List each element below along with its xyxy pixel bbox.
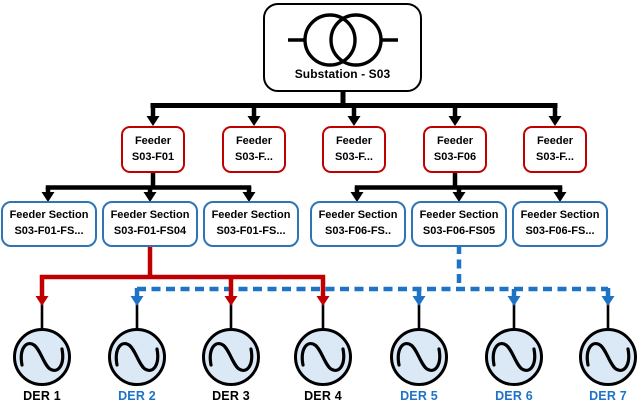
feeder-section-node-3: Feeder Section S03-F01-FS... [203,201,299,247]
feeder-section-node-fs04: Feeder Section S03-F01-FS04 [102,201,198,247]
feeder-section-node-4: Feeder Section S03-F06-FS.. [310,201,406,247]
feeder-type-label: Feeder [335,134,373,147]
der-label-3: DER 3 [212,389,250,403]
der-label-7: DER 7 [589,389,627,403]
der-label-2: DER 2 [118,389,156,403]
feeder-node-f01: Feeder S03-F01 [121,126,185,173]
fs05-blue-dashed-connector [130,245,615,306]
feeder-section-node-fs05: Feeder Section S03-F06-FS05 [411,201,507,247]
section-type-label: Feeder Section [9,209,89,222]
substation-to-feeders-connector [146,90,562,126]
feeder-type-label: Feeder [436,134,474,147]
sine-wave-icon [208,342,254,372]
feeder-type-label: Feeder [536,134,574,147]
section-type-label: Feeder Section [520,209,600,222]
feeder-id-label: S03-F06 [433,150,477,163]
sine-wave-icon [491,342,537,372]
section-id-label: S03-F06-FS... [525,225,595,237]
sine-wave-icon [300,342,346,372]
feeder-type-label: Feeder [235,134,273,147]
sine-wave-icon [396,342,442,372]
der-node-3 [202,328,260,386]
section-type-label: Feeder Section [211,209,291,222]
der-stub-lines [40,304,610,331]
transformer-icon [287,13,398,67]
section-id-label: S03-F06-FS05 [422,225,496,237]
feeder-node-5: Feeder S03-F... [523,126,587,173]
sine-wave-icon [114,342,160,372]
feeder-section-node-6: Feeder Section S03-F06-FS... [512,201,608,247]
feeder-type-label: Feeder [134,134,172,147]
der-node-6 [485,328,543,386]
section-id-label: S03-F06-FS.. [324,225,392,237]
feeder-f01-to-sections-connector [41,171,256,202]
der-node-2 [108,328,166,386]
feeder-section-node-1: Feeder Section S03-F01-FS... [1,201,97,247]
feeder-node-3: Feeder S03-F... [322,126,386,173]
feeder-id-label: S03-F... [335,150,373,163]
feeder-id-label: S03-F... [235,150,273,163]
der-node-7 [579,328,637,386]
der-label-5: DER 5 [400,389,438,403]
section-type-label: Feeder Section [318,209,398,222]
der-node-4 [294,328,352,386]
sine-wave-icon [585,342,631,372]
substation-label: Substation - S03 [294,67,391,81]
der-label-4: DER 4 [304,389,342,403]
der-label-1: DER 1 [23,389,61,403]
feeder-f06-to-sections-connector [350,171,567,202]
der-node-1 [13,328,71,386]
der-label-6: DER 6 [495,389,533,403]
feeder-id-label: S03-F01 [131,150,175,163]
fs04-red-connector [35,245,330,306]
substation-node: Substation - S03 [263,3,422,92]
der-node-5 [390,328,448,386]
section-id-label: S03-F01-FS... [216,225,286,237]
section-id-label: S03-F01-FS04 [113,225,187,237]
feeder-id-label: S03-F... [536,150,574,163]
feeder-node-2: Feeder S03-F... [222,126,286,173]
sine-wave-icon [19,342,65,372]
section-type-label: Feeder Section [110,209,190,222]
section-id-label: S03-F01-FS... [14,225,84,237]
feeder-node-f06: Feeder S03-F06 [423,126,487,173]
section-type-label: Feeder Section [419,209,499,222]
